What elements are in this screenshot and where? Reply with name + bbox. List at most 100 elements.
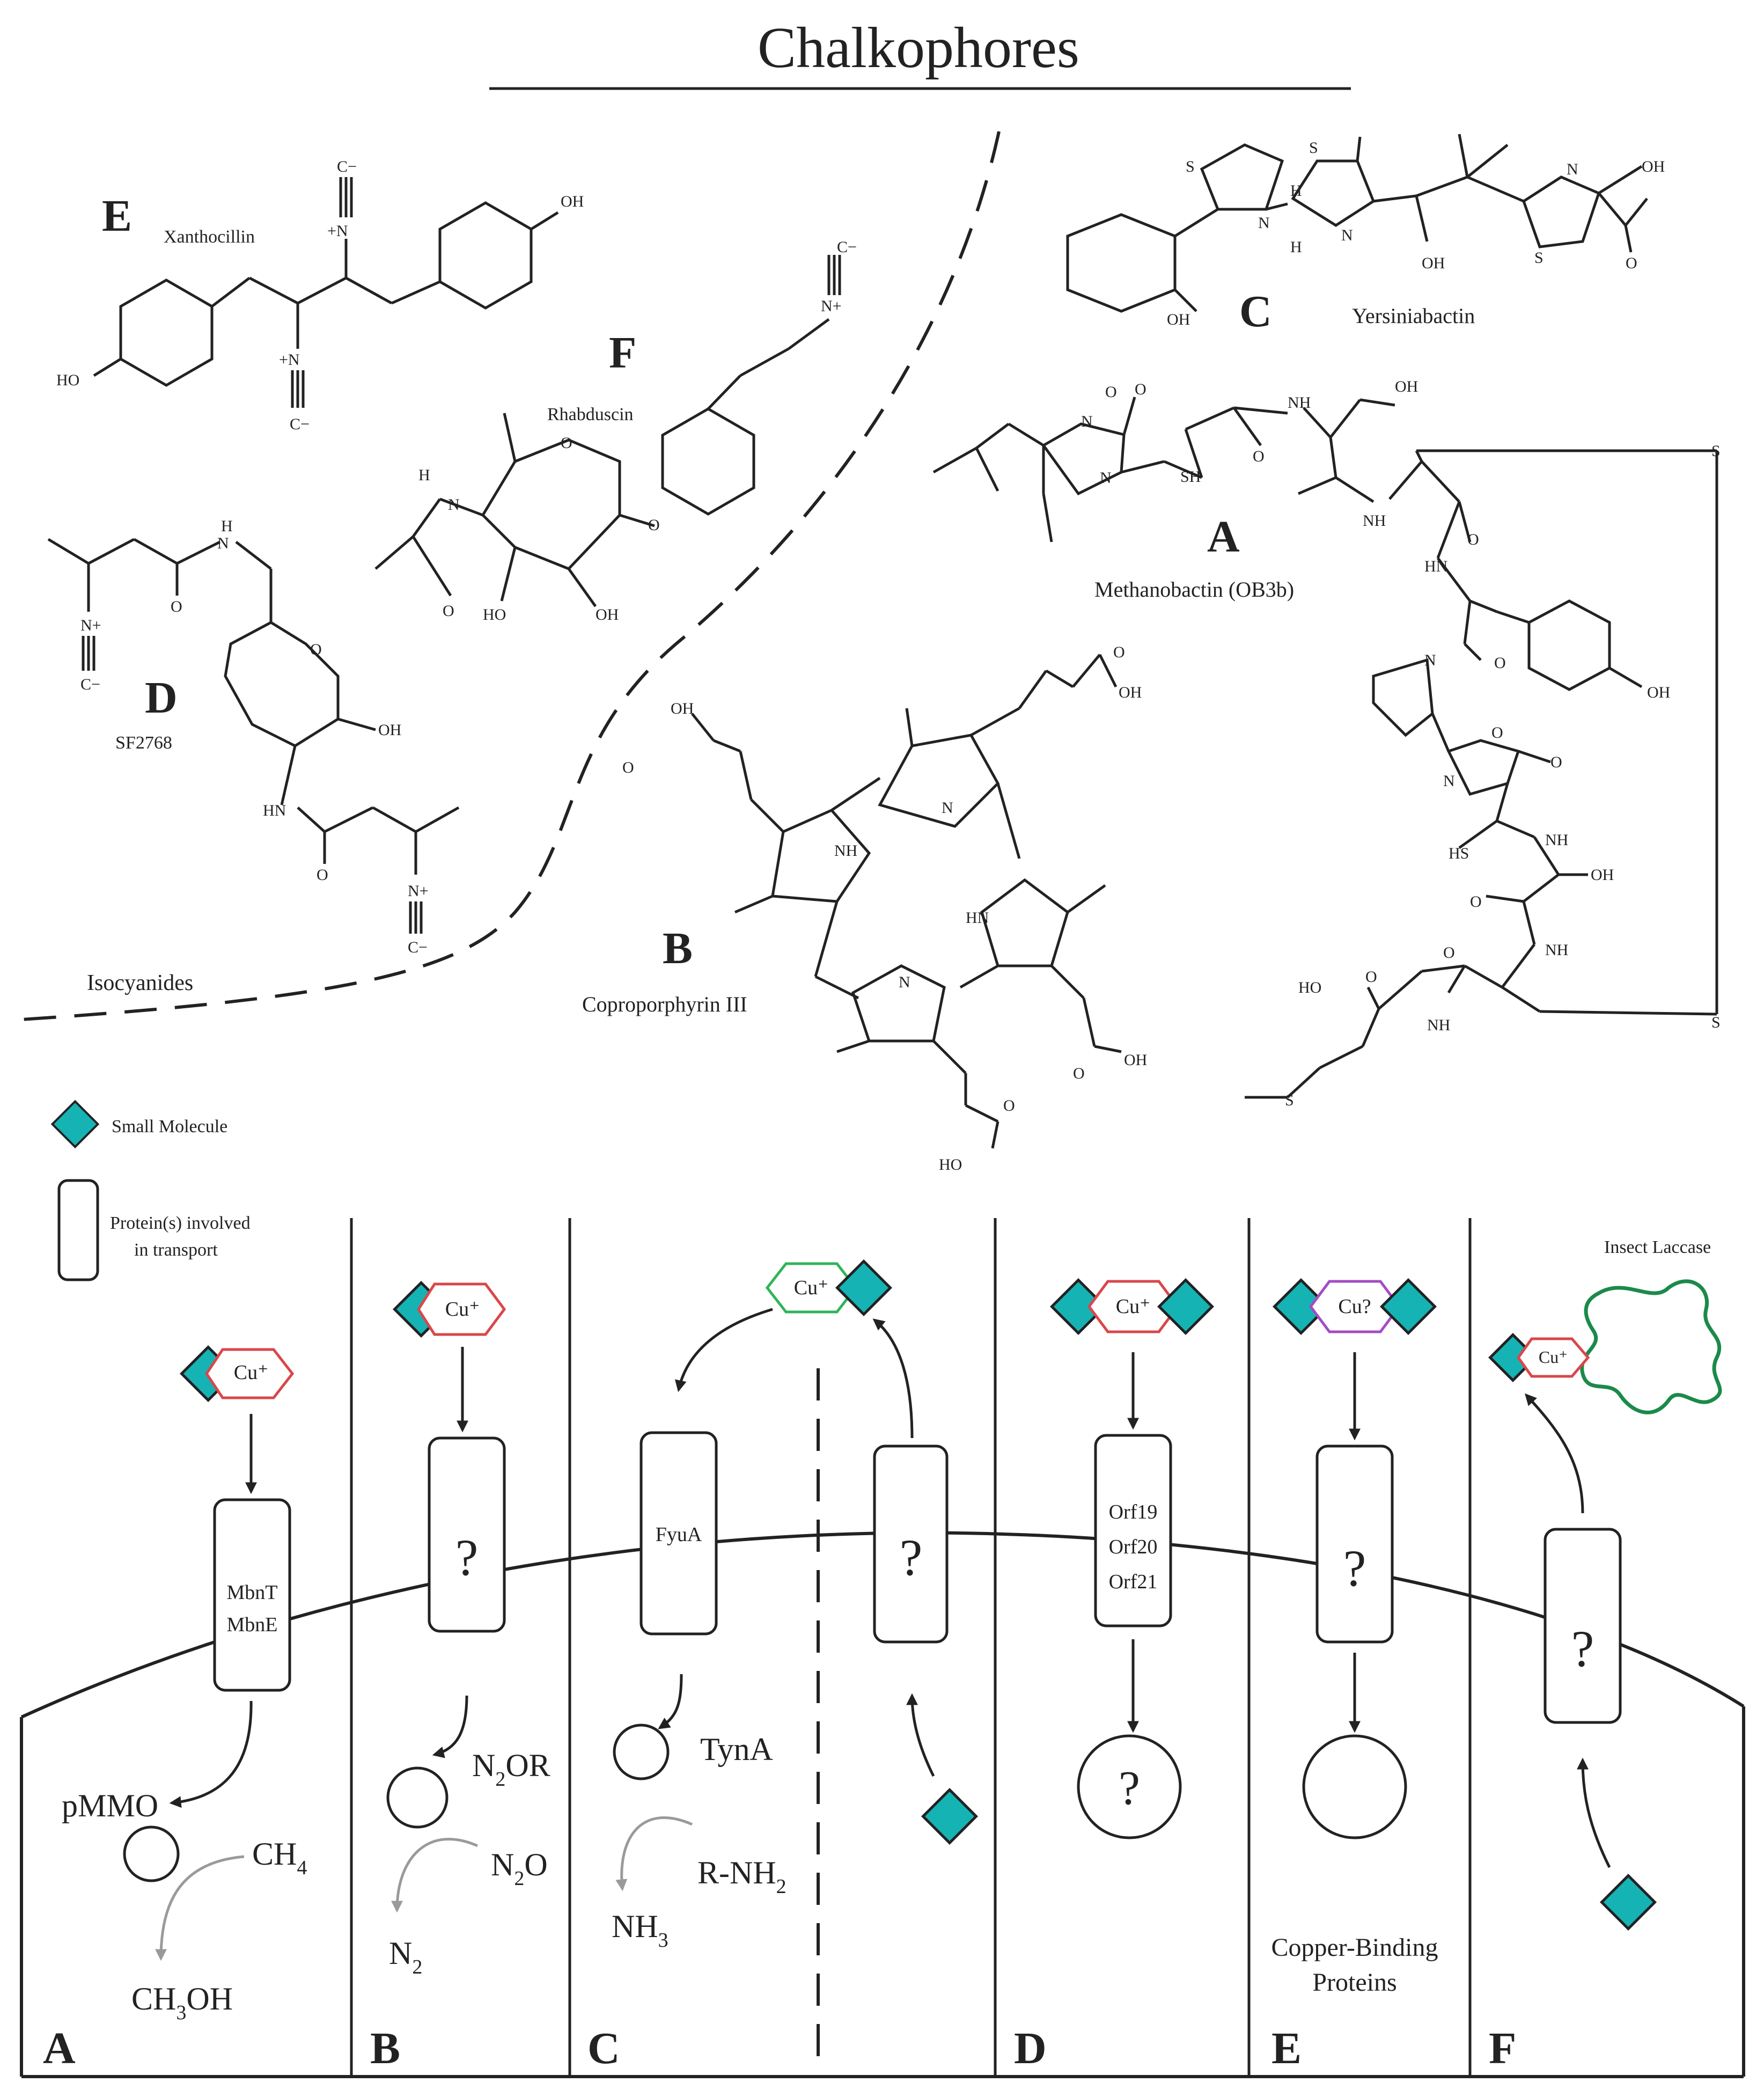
sf2768-atoms: H N O N+ C− O OH HN O N+ C− bbox=[80, 517, 429, 956]
svg-text:O: O bbox=[1365, 968, 1377, 986]
svg-text:S: S bbox=[1309, 139, 1318, 157]
svg-text:SH: SH bbox=[1180, 468, 1201, 486]
panel-F-chalkophore-inside bbox=[1599, 1873, 1657, 1931]
panel-B-enzyme: N2OR bbox=[472, 1748, 550, 1791]
svg-text:OH: OH bbox=[561, 193, 584, 210]
svg-text:O: O bbox=[1494, 654, 1506, 672]
panel-F-cu-label: Cu⁺ bbox=[1539, 1347, 1568, 1367]
svg-text:H: H bbox=[418, 466, 430, 484]
svg-text:C−: C− bbox=[80, 676, 100, 693]
svg-text:O: O bbox=[1467, 531, 1479, 548]
svg-text:NH: NH bbox=[834, 842, 857, 860]
panel-B-product: N2 bbox=[389, 1935, 422, 1978]
svg-text:N: N bbox=[1424, 651, 1436, 669]
page-title: Chalkophores bbox=[758, 16, 1079, 80]
svg-text:C−: C− bbox=[337, 158, 357, 175]
panel-C-chalkophore bbox=[835, 1259, 893, 1317]
svg-text:O: O bbox=[1550, 753, 1562, 771]
svg-text:O: O bbox=[648, 516, 660, 534]
panel-D-transporter-2: Orf20 bbox=[1109, 1536, 1158, 1558]
panel-C-transporter-fyua bbox=[640, 1431, 718, 1636]
structure-B-name: Coproporphyrin III bbox=[582, 992, 747, 1016]
svg-text:OH: OH bbox=[1395, 378, 1418, 395]
svg-text:S: S bbox=[1186, 158, 1195, 175]
panel-D-chalkophore-right bbox=[1157, 1278, 1215, 1336]
svg-text:O: O bbox=[1626, 254, 1637, 272]
svg-text:C−: C− bbox=[837, 238, 857, 256]
panel-E-transporter bbox=[1315, 1444, 1394, 1644]
svg-text:NH: NH bbox=[1363, 512, 1386, 530]
panel-B: Cu⁺ ? N2OR N2O N2 B bbox=[370, 1280, 550, 2073]
svg-text:O: O bbox=[1253, 448, 1265, 465]
panel-F-laccase-label: Insect Laccase bbox=[1604, 1237, 1711, 1257]
svg-text:OH: OH bbox=[1642, 158, 1665, 175]
panel-F-letter: F bbox=[1489, 2023, 1516, 2073]
panel-A-product: CH3OH bbox=[131, 1981, 233, 2024]
structure-C-letter: C bbox=[1239, 287, 1272, 336]
structure-A-letter: A bbox=[1207, 512, 1240, 562]
svg-text:O: O bbox=[317, 866, 328, 884]
svg-text:O: O bbox=[1105, 383, 1117, 401]
panel-E-cu-label: Cu? bbox=[1338, 1295, 1371, 1318]
panel-B-enzyme-circle bbox=[386, 1766, 449, 1829]
panel-E-chalkophore-left bbox=[1272, 1278, 1330, 1336]
panel-D-target-circle bbox=[1077, 1734, 1182, 1839]
panel-A-cu-label: Cu⁺ bbox=[234, 1361, 268, 1384]
svg-text:O: O bbox=[1113, 643, 1125, 661]
svg-text:NH: NH bbox=[1427, 1016, 1450, 1034]
panel-C-transporter-fyua-label: FyuA bbox=[656, 1523, 702, 1546]
panel-D-cu-hexagon bbox=[1087, 1280, 1180, 1333]
panel-C-chalkophore-inside bbox=[921, 1787, 979, 1845]
svg-text:OH: OH bbox=[1647, 684, 1670, 701]
panel-A-transporter-2: MbnE bbox=[227, 1614, 278, 1636]
svg-text:NH: NH bbox=[1288, 394, 1311, 412]
svg-text:O: O bbox=[1470, 893, 1482, 911]
panel-F-chalkophore bbox=[1488, 1333, 1538, 1382]
panel-A-transporter bbox=[213, 1498, 291, 1692]
svg-text:HO: HO bbox=[483, 606, 506, 624]
svg-text:OH: OH bbox=[1167, 311, 1190, 328]
svg-text:N: N bbox=[1567, 160, 1578, 178]
panel-A-transporter-1: MbnT bbox=[227, 1581, 278, 1604]
legend-protein-label-1: Protein(s) involved bbox=[110, 1213, 251, 1233]
panel-F-transporter bbox=[1543, 1528, 1622, 1724]
svg-text:HO: HO bbox=[1298, 979, 1321, 996]
structure-xanthocillin bbox=[93, 177, 559, 408]
svg-text:N: N bbox=[1258, 214, 1270, 232]
panel-F-laccase-shape bbox=[1580, 1279, 1722, 1414]
panel-A-cu-hexagon bbox=[204, 1348, 295, 1399]
svg-text:S: S bbox=[1285, 1091, 1294, 1109]
cell-membrane bbox=[20, 1531, 1745, 1719]
svg-text:O: O bbox=[443, 602, 454, 620]
panel-C-enzyme: TynA bbox=[700, 1732, 773, 1767]
panel-C-enzyme-circle bbox=[613, 1724, 670, 1780]
svg-text:H: H bbox=[1290, 182, 1302, 200]
panel-B-cu-label: Cu⁺ bbox=[445, 1298, 480, 1321]
panel-C: Cu⁺ FyuA TynA R-NH2 NH3 ? C bbox=[587, 1259, 979, 2073]
svg-text:O: O bbox=[1491, 724, 1503, 742]
structure-B-letter: B bbox=[663, 923, 693, 973]
panel-A-enzyme: pMMO bbox=[62, 1788, 158, 1823]
svg-text:N+: N+ bbox=[821, 297, 842, 315]
structure-D-name: SF2768 bbox=[115, 733, 172, 753]
panel-C-cu-label: Cu⁺ bbox=[794, 1277, 828, 1299]
svg-text:HO: HO bbox=[939, 1156, 962, 1174]
legend-small-molecule-icon bbox=[50, 1099, 100, 1149]
structure-A-name: Methanobactin (OB3b) bbox=[1094, 577, 1294, 602]
structure-methanobactin bbox=[932, 397, 1718, 1099]
panel-A-substrate: CH4 bbox=[252, 1836, 307, 1879]
svg-text:+N: +N bbox=[279, 351, 300, 369]
svg-text:O: O bbox=[622, 759, 634, 776]
svg-text:O: O bbox=[1003, 1097, 1015, 1114]
svg-text:N: N bbox=[1100, 469, 1112, 487]
svg-text:N: N bbox=[448, 496, 460, 514]
svg-text:HN: HN bbox=[263, 802, 286, 819]
svg-text:OH: OH bbox=[1422, 254, 1445, 272]
svg-text:H: H bbox=[221, 517, 233, 535]
panel-B-cu-hexagon bbox=[417, 1282, 506, 1336]
svg-text:N: N bbox=[1081, 413, 1093, 430]
svg-text:OH: OH bbox=[596, 606, 619, 624]
svg-text:HN: HN bbox=[1424, 558, 1447, 575]
structure-E-name: Xanthocillin bbox=[164, 227, 255, 247]
